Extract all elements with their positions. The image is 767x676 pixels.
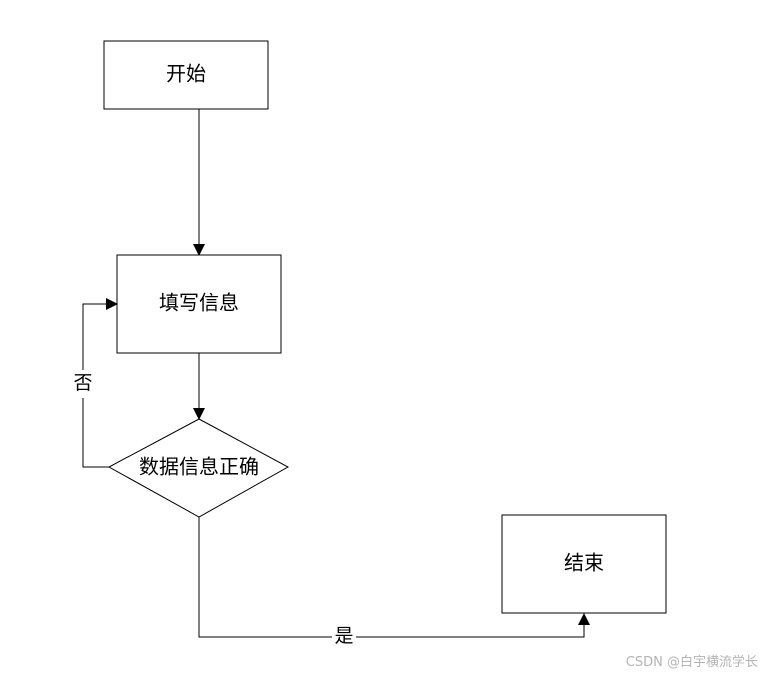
yes-label: 是 — [334, 625, 353, 647]
fill-info-label: 填写信息 — [159, 291, 239, 315]
start-node: 开始 — [103, 40, 269, 110]
start-label: 开始 — [166, 62, 206, 86]
decision-node: 数据信息正确 — [107, 418, 290, 518]
end-node: 结束 — [501, 514, 667, 614]
no-label: 否 — [73, 372, 92, 394]
fill-info-node: 填写信息 — [116, 254, 282, 354]
decision-label: 数据信息正确 — [139, 455, 259, 479]
watermark-text: CSDN @白宇横流学长 — [626, 654, 758, 670]
end-label: 结束 — [564, 551, 604, 575]
edge-yes — [198, 517, 590, 638]
